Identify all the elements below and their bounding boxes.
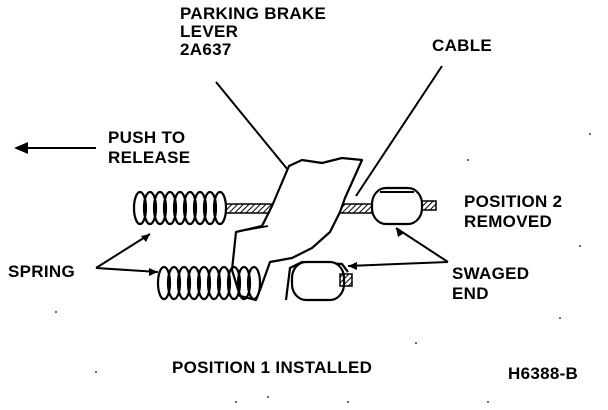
cable-label: CABLE [432, 36, 493, 55]
swaged-label-line2: END [452, 284, 489, 303]
position-2-label-line2: REMOVED [464, 212, 553, 231]
push-label-line1: PUSH TO [108, 128, 186, 147]
position-2-label-line1: POSITION 2 [464, 192, 563, 211]
position-1-label: POSITION 1 INSTALLED [172, 358, 373, 377]
lever-label-line2: LEVER [180, 22, 239, 41]
push-label-line2: RELEASE [108, 148, 191, 167]
parking-brake-lever [230, 156, 364, 302]
figure-id: H6388-B [508, 364, 579, 383]
lever-part-number: 2A637 [180, 40, 232, 59]
lever-label-line1: PARKING BRAKE [180, 4, 327, 23]
push-arrow-icon [14, 142, 96, 154]
upper-spring [132, 190, 228, 226]
spring-label: SPRING [8, 262, 75, 281]
swaged-end-position-2 [370, 186, 424, 226]
leader-arrowheads [141, 228, 404, 276]
scan-specks [55, 133, 591, 403]
swaged-end-position-1 [284, 260, 353, 302]
swaged-label-line1: SWAGED [452, 264, 530, 283]
leader-lines [95, 65, 449, 273]
lower-spring [156, 265, 262, 301]
